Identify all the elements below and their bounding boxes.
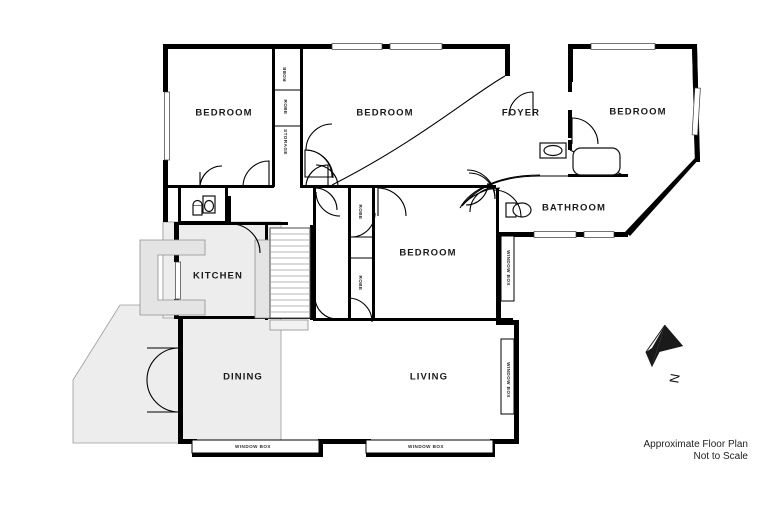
closet-label-robe-top-2: ROBE (283, 99, 288, 114)
closet-label-robe-center-2: ROBE (358, 275, 363, 290)
window-box-labels: WINDOW BOX WINDOW BOX WINDOW BOX WINDOW … (235, 250, 511, 449)
room-label-foyer: FOYER (502, 108, 540, 119)
room-label-bedroom-top: BEDROOM (356, 108, 413, 119)
room-label-bedroom-center: BEDROOM (399, 248, 456, 259)
room-labels: BEDROOM BEDROOM FOYER BEDROOM BATHROOM K… (193, 107, 666, 383)
room-label-living: LIVING (410, 372, 448, 383)
room-label-bathroom: BATHROOM (542, 203, 606, 214)
room-label-kitchen: KITCHEN (193, 271, 243, 282)
window-box-label-dining: WINDOW BOX (235, 444, 271, 449)
compass-rose: N (645, 324, 683, 384)
closet-label-robe-center-1: ROBE (358, 204, 363, 219)
room-label-dining: DINING (223, 372, 263, 383)
window-box-frames (191, 235, 515, 454)
compass-north-label: N (666, 372, 682, 384)
staircase (269, 227, 311, 331)
caption-line-1: Approximate Floor Plan (644, 439, 749, 450)
bathroom-fixtures (505, 142, 621, 218)
window-box-label-living: WINDOW BOX (506, 362, 511, 398)
closet-label-robe-top-1: ROBE (282, 66, 287, 81)
plan-caption: Approximate Floor Plan Not to Scale (644, 439, 749, 462)
wc-fixtures (192, 195, 216, 216)
closet-labels: ROBE ROBE STORAGE ROBE ROBE (282, 66, 363, 290)
room-label-bedroom-right: BEDROOM (609, 107, 666, 118)
closet-label-storage-top: STORAGE (283, 129, 288, 155)
window-openings (164, 43, 701, 300)
caption-line-2: Not to Scale (694, 451, 749, 462)
window-box-label-front: WINDOW BOX (408, 444, 444, 449)
room-label-bedroom-left: BEDROOM (195, 108, 252, 119)
window-box-label-bath: WINDOW BOX (506, 250, 511, 286)
door-swings (146, 91, 599, 413)
